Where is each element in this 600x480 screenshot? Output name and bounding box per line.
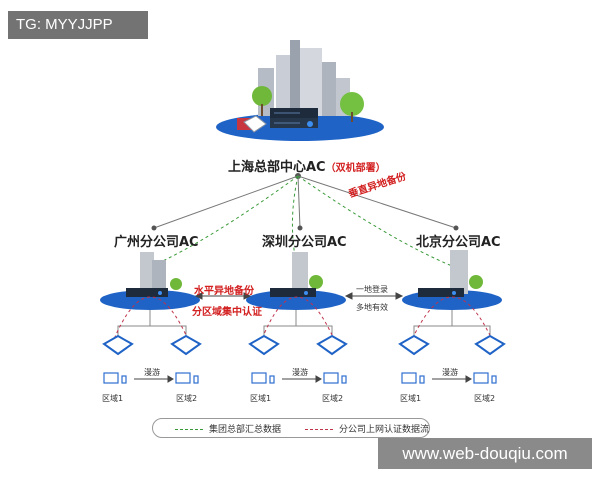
legend-green: 集团总部汇总数据 xyxy=(175,422,281,435)
hq-branch-links xyxy=(153,175,457,229)
zone2-label-beijing: 区域2 xyxy=(474,394,496,403)
hq-buildings xyxy=(258,40,350,117)
roam-label-beijing: 漫游 xyxy=(442,368,458,377)
legend-red: 分公司上网认证数据流 xyxy=(305,422,429,435)
branch-label-beijing: 北京分公司AC xyxy=(416,235,501,250)
legend-red-label: 分公司上网认证数据流 xyxy=(339,425,430,435)
zone2-label-guangzhou: 区域2 xyxy=(176,394,198,403)
horizontal-backup-arrows xyxy=(194,292,404,300)
valid-everywhere-label: 多地有效 xyxy=(356,303,388,312)
zone1-label-shenzhen: 区域1 xyxy=(250,394,272,403)
hq-trees xyxy=(252,86,364,122)
roam-label-guangzhou: 漫游 xyxy=(144,368,160,377)
hq-deploy-note: （双机部署） xyxy=(325,163,386,174)
branch-guangzhou-platform xyxy=(100,252,200,310)
legend-green-label: 集团总部汇总数据 xyxy=(209,425,282,435)
hq-ac-device xyxy=(270,108,318,128)
hq-label-text: 上海总部中心AC xyxy=(228,160,326,175)
legend: 集团总部汇总数据 分公司上网认证数据流 xyxy=(152,418,430,438)
centralized-auth-label: 分区域集中认证 xyxy=(192,307,262,318)
roam-arrows xyxy=(134,375,472,383)
ap-tree-links xyxy=(117,310,491,338)
access-points xyxy=(102,334,506,356)
tg-tag: TG: MYYJJPP xyxy=(8,11,148,39)
horizontal-backup-label: 水平异地备份 xyxy=(194,286,254,297)
branch-shenzhen-platform xyxy=(246,252,346,310)
hq-access-point xyxy=(243,115,267,133)
roam-label-shenzhen: 漫游 xyxy=(292,368,308,377)
red-dashed-arcs xyxy=(111,296,495,345)
branch-label-guangzhou: 广州分公司AC xyxy=(114,235,199,250)
zone1-label-beijing: 区域1 xyxy=(400,394,422,403)
login-once-label: 一地登录 xyxy=(356,285,388,294)
branch-label-shenzhen: 深圳分公司AC xyxy=(262,235,347,250)
legend-red-line xyxy=(305,429,333,430)
legend-green-line xyxy=(175,429,203,430)
watermark: www.web-douqiu.com xyxy=(378,438,592,469)
zone2-label-shenzhen: 区域2 xyxy=(322,394,344,403)
zone1-label-guangzhou: 区域1 xyxy=(102,394,124,403)
client-laptops xyxy=(103,372,497,384)
hq-label: 上海总部中心AC（双机部署） xyxy=(228,156,386,175)
branch-beijing-platform xyxy=(402,250,502,310)
